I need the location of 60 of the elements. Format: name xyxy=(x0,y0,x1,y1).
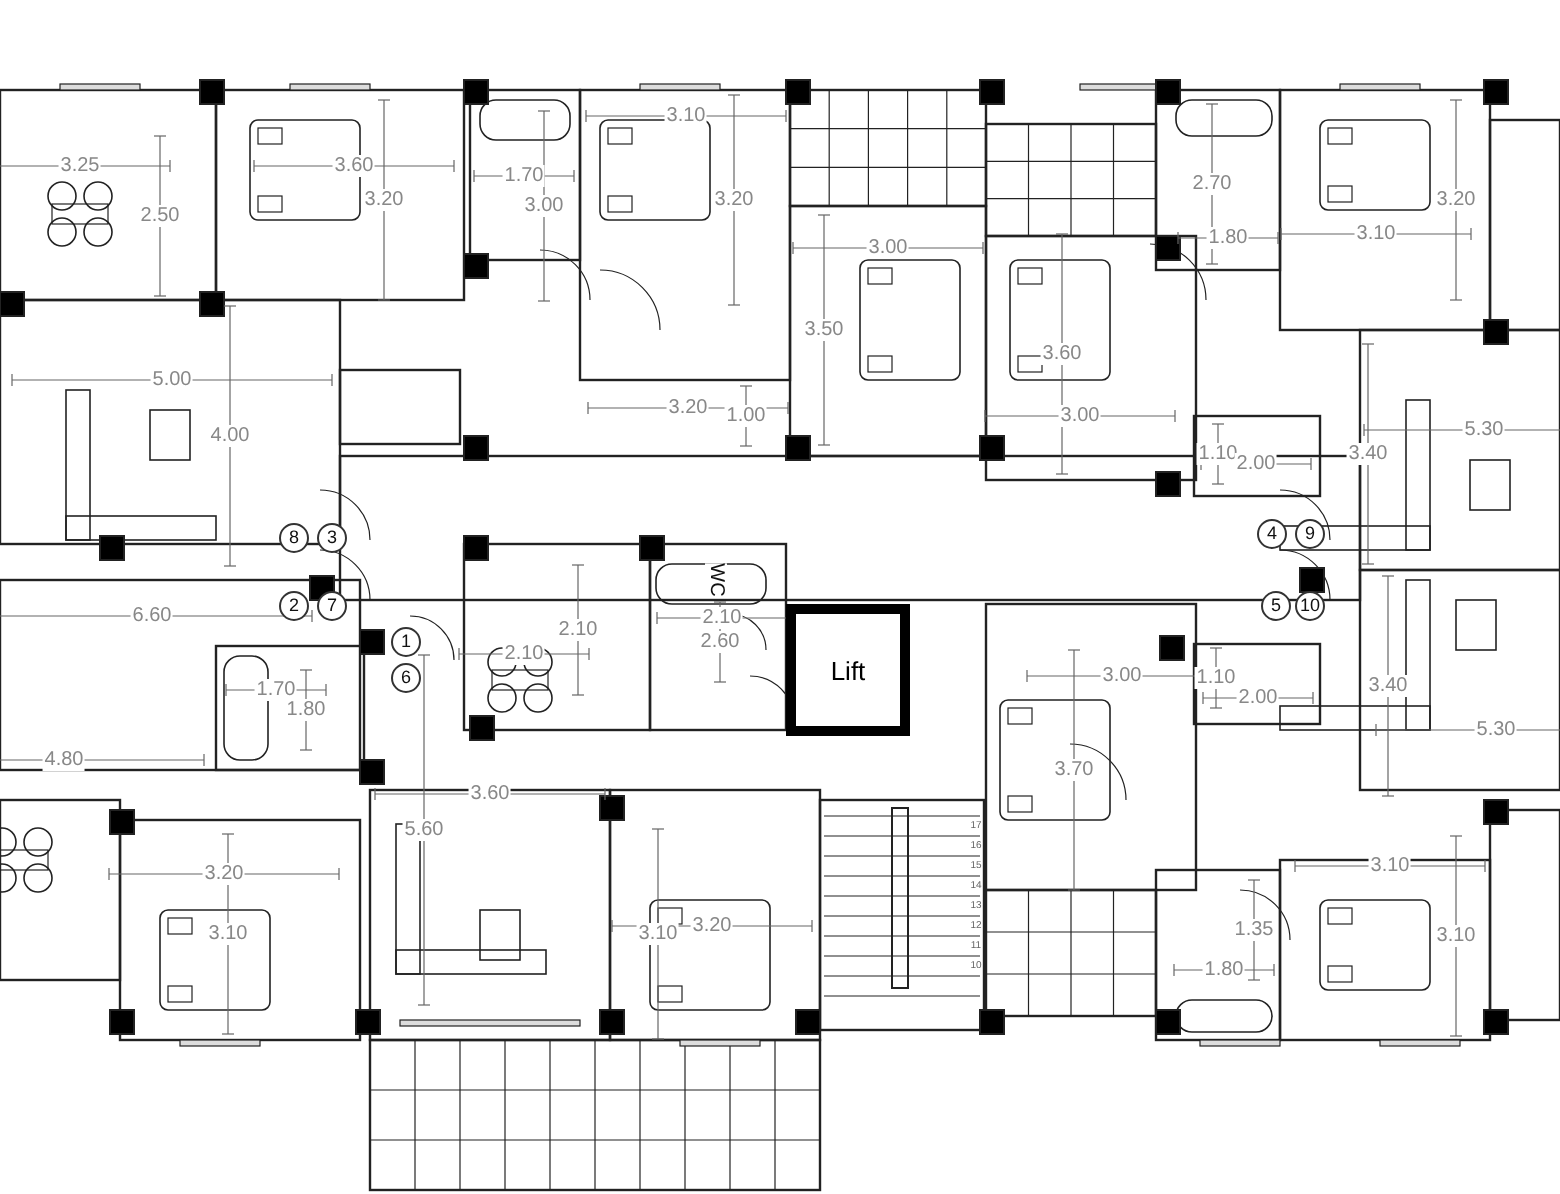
callout-number: 7 xyxy=(317,591,347,621)
dimension-text: 3.10 xyxy=(1368,855,1412,877)
dimension-text: 3.10 xyxy=(664,105,708,127)
dimension-text: 3.60 xyxy=(468,783,512,805)
dimension-text: 5.00 xyxy=(150,369,194,391)
dimension-text: 1.80 xyxy=(284,699,328,721)
dimension-text: 5.30 xyxy=(1462,419,1506,441)
dimension-text: 3.60 xyxy=(332,155,376,177)
dimension-text: 2.10 xyxy=(502,643,546,665)
dimension-text: 3.25 xyxy=(58,155,102,177)
dimension-text: 1.80 xyxy=(1202,959,1246,981)
callout-number: 1 xyxy=(391,627,421,657)
dimension-text: 5.30 xyxy=(1474,719,1518,741)
callout-number: 6 xyxy=(391,663,421,693)
dimension-text: 2.10 xyxy=(556,619,600,641)
dimension-text: 3.00 xyxy=(522,195,566,217)
callout-number: 2 xyxy=(279,591,309,621)
dimension-text: 3.20 xyxy=(362,189,406,211)
dimension-text: 3.20 xyxy=(202,863,246,885)
dimension-text: 1.70 xyxy=(254,679,298,701)
dimension-text: 3.20 xyxy=(712,189,756,211)
room-label: WC xyxy=(705,563,727,597)
dimension-text: 2.50 xyxy=(138,205,182,227)
dimension-text: 3.40 xyxy=(1346,443,1390,465)
dimension-text: 3.00 xyxy=(1100,665,1144,687)
dimension-text: 2.60 xyxy=(698,631,742,653)
dimension-text: 2.00 xyxy=(1234,453,1278,475)
callout-number: 4 xyxy=(1257,519,1287,549)
dimension-text: 1.80 xyxy=(1206,227,1250,249)
dimension-text: 1.35 xyxy=(1232,919,1276,941)
callout-number: 9 xyxy=(1295,519,1325,549)
callout-number: 5 xyxy=(1261,591,1291,621)
dimension-text: 3.60 xyxy=(1040,343,1084,365)
dimension-text: 4.00 xyxy=(208,425,252,447)
lift-shaft: Lift xyxy=(786,604,910,736)
callout-number: 3 xyxy=(317,523,347,553)
dimension-text: 3.40 xyxy=(1366,675,1410,697)
dimension-text: 4.80 xyxy=(42,749,86,771)
dimension-text: 3.00 xyxy=(866,237,910,259)
dimension-text: 1.70 xyxy=(502,165,546,187)
dimension-text: 3.50 xyxy=(802,319,846,341)
dimension-text: 2.00 xyxy=(1236,687,1280,709)
dimension-text: 3.00 xyxy=(1058,405,1102,427)
callout-number: 8 xyxy=(279,523,309,553)
dimension-text: 6.60 xyxy=(130,605,174,627)
dimension-text: 3.20 xyxy=(666,397,710,419)
callout-number: 10 xyxy=(1295,591,1325,621)
dimension-text: 1.10 xyxy=(1196,443,1240,465)
dimension-text: 3.10 xyxy=(1354,223,1398,245)
dimension-text: 3.10 xyxy=(636,923,680,945)
dimension-text: 5.60 xyxy=(402,819,446,841)
dimension-text: 1.00 xyxy=(724,405,768,427)
dimension-text: 1.10 xyxy=(1194,667,1238,689)
dimension-text: 2.10 xyxy=(700,607,744,629)
dimension-text: 3.70 xyxy=(1052,759,1096,781)
dimension-text: 3.20 xyxy=(1434,189,1478,211)
dimension-text: 3.10 xyxy=(1434,925,1478,947)
dimension-text: 3.10 xyxy=(206,923,250,945)
dimension-text: 2.70 xyxy=(1190,173,1234,195)
dimension-text: 3.20 xyxy=(690,915,734,937)
